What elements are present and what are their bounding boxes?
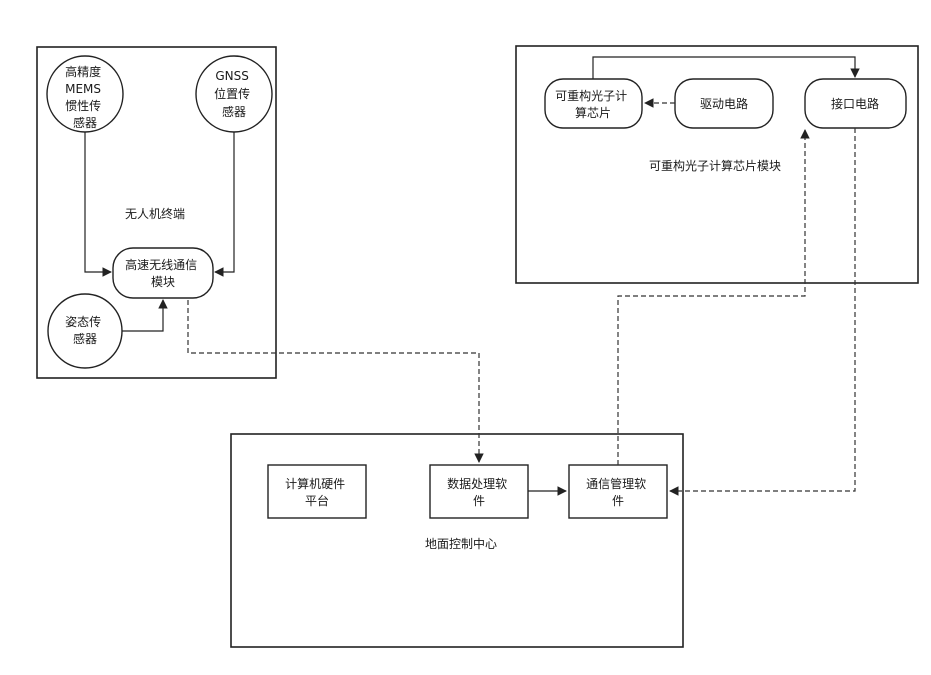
imu-sensor-label-line-3: 惯性传 — [65, 98, 101, 113]
comm-software-label-line-2: 件 — [612, 494, 624, 508]
attitude-sensor-label-line-1: 姿态传 — [65, 314, 101, 329]
data-software-node: 数据处理软 件 — [430, 465, 528, 518]
comm-software-node: 通信管理软 件 — [569, 465, 667, 518]
data-software-label-line-2: 件 — [473, 494, 485, 508]
imu-sensor-node: 高精度 MEMS 惯性传 感器 — [47, 56, 123, 132]
photonic-module-caption: 可重构光子计算芯片模块 — [649, 158, 781, 173]
hardware-platform-node: 计算机硬件 平台 — [268, 465, 366, 518]
imu-sensor-label-line-2: MEMS — [65, 82, 101, 96]
photonic-chip-label-line-2: 算芯片 — [575, 105, 611, 120]
ground-control-caption: 地面控制中心 — [425, 536, 497, 551]
photonic-chip-label-line-1: 可重构光子计 — [555, 88, 627, 103]
uav-terminal-caption: 无人机终端 — [125, 206, 185, 221]
gnss-sensor-label-line-2: 位置传 — [214, 86, 250, 101]
wireless-module-node: 高速无线通信 模块 — [113, 248, 213, 298]
hardware-platform-label-line-1: 计算机硬件 — [285, 476, 345, 491]
attitude-sensor-node: 姿态传 感器 — [48, 294, 122, 368]
driver-circuit-label: 驱动电路 — [700, 96, 748, 111]
interface-circuit-label: 接口电路 — [831, 96, 879, 111]
imu-sensor-label-line-4: 感器 — [73, 115, 97, 130]
data-software-label-line-1: 数据处理软 — [447, 476, 507, 491]
gnss-sensor-label-line-1: GNSS — [215, 69, 249, 83]
wireless-module-label-line-2: 模块 — [151, 275, 175, 289]
hardware-platform-label-line-2: 平台 — [305, 493, 329, 508]
attitude-sensor-label-line-2: 感器 — [73, 331, 97, 346]
gnss-sensor-node: GNSS 位置传 感器 — [196, 56, 272, 132]
interface-circuit-node: 接口电路 — [805, 79, 906, 128]
imu-sensor-label-line-1: 高精度 — [65, 64, 101, 79]
wireless-module-label-line-1: 高速无线通信 — [125, 257, 197, 272]
driver-circuit-node: 驱动电路 — [675, 79, 773, 128]
photonic-chip-node: 可重构光子计 算芯片 — [545, 79, 642, 128]
comm-software-label-line-1: 通信管理软 — [586, 476, 646, 491]
gnss-sensor-label-line-3: 感器 — [222, 104, 246, 119]
